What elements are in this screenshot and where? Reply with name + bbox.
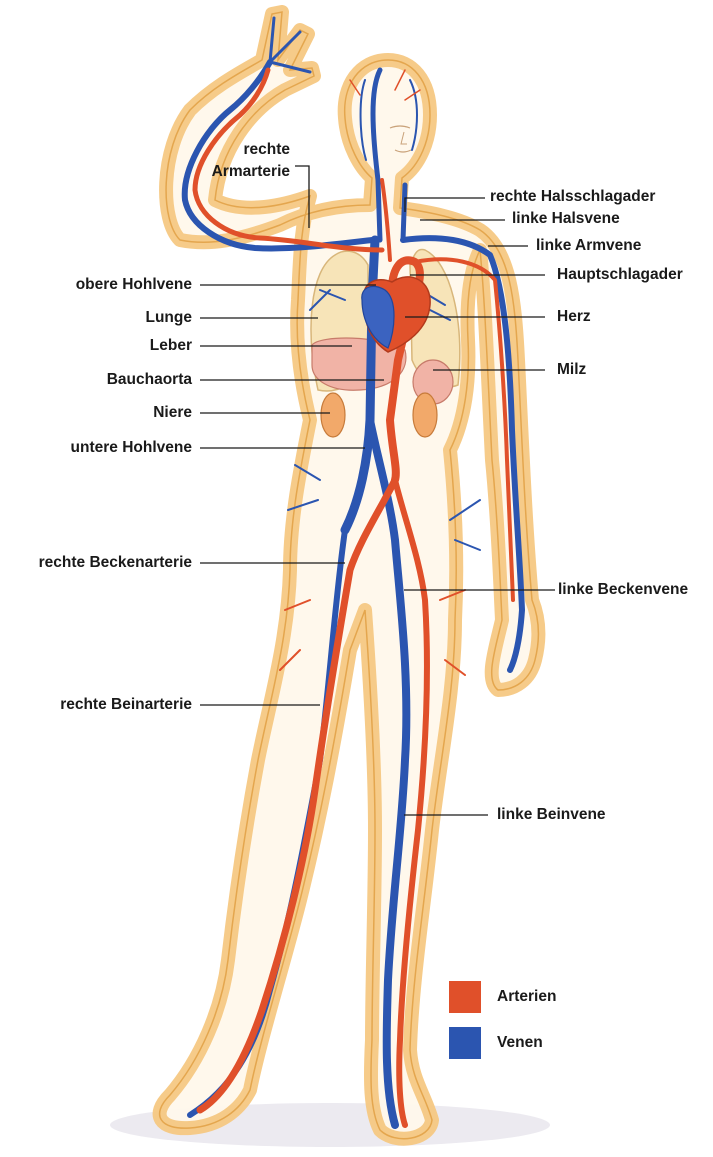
label-milz: Milz [557,361,586,379]
kidney-right [321,393,345,437]
label-rechte-beinarterie: rechte Beinarterie [60,696,192,714]
label-rechte-beckenarterie: rechte Beckenarterie [39,554,192,572]
label-rechte-armarterie-line2: Armarterie [212,163,290,181]
label-rechte-armarterie-line1: rechte [243,141,290,159]
legend-label-venen: Venen [497,1034,543,1052]
label-herz: Herz [557,308,591,326]
label-linke-beckenvene: linke Beckenvene [558,581,688,599]
label-obere-hohlvene: obere Hohlvene [76,276,192,294]
label-hauptschlagader: Hauptschlagader [557,266,683,284]
label-lunge: Lunge [146,309,193,327]
kidney-left [413,393,437,437]
label-linke-beinvene: linke Beinvene [497,806,606,824]
label-linke-halsvene: linke Halsvene [512,210,620,228]
label-untere-hohlvene: untere Hohlvene [71,439,192,457]
legend-swatch-arterien [449,981,481,1013]
label-linke-armvene: linke Armvene [536,237,641,255]
label-niere: Niere [153,404,192,422]
label-leber: Leber [150,337,192,355]
label-bauchaorta: Bauchaorta [107,371,192,389]
label-rechte-halsschlagader: rechte Halsschlagader [490,188,655,206]
legend-swatch-venen [449,1027,481,1059]
legend-label-arterien: Arterien [497,988,556,1006]
